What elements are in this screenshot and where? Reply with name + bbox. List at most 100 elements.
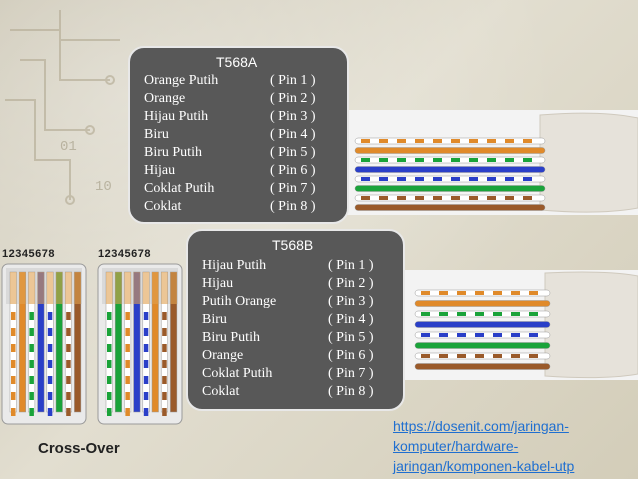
wire-stripe [125, 344, 129, 352]
wire [415, 301, 550, 307]
t568a-row: Hijau Putih ( Pin 3 ) [130, 108, 347, 126]
wire-color: Biru Putih [144, 144, 202, 162]
wire-stripe [125, 392, 129, 400]
wire [355, 148, 545, 154]
wire-color: Orange Putih [144, 72, 218, 90]
wire-stripe [397, 139, 406, 143]
wire-stripe [66, 312, 71, 320]
circuit-pattern: 01 10 [0, 0, 140, 240]
wire-color: Coklat Putih [144, 180, 214, 198]
source-link-line[interactable]: https://dosenit.com/jaringan- [393, 416, 633, 436]
t568a-row: Orange Putih ( Pin 1 ) [130, 72, 347, 90]
wire-stripe [451, 196, 460, 200]
wire-stripe [29, 312, 34, 320]
wire-stripe [379, 196, 388, 200]
wire-stripe [379, 158, 388, 162]
wire-stripe [457, 291, 466, 295]
wire-color: Putih Orange [202, 293, 276, 311]
wire-stripe [511, 312, 520, 316]
t568a-row: Coklat Putih ( Pin 7 ) [130, 180, 347, 198]
wire-stripe [125, 312, 129, 320]
pin-contact [38, 272, 45, 304]
pin-number: ( Pin 8 ) [328, 383, 374, 401]
pin-number: ( Pin 4 ) [328, 311, 374, 329]
wire-stripe [144, 328, 149, 336]
wire-stripe [107, 408, 112, 416]
pin-number: ( Pin 4 ) [270, 126, 316, 144]
wire-stripe [421, 312, 430, 316]
pin-number: ( Pin 5 ) [328, 329, 374, 347]
wire-stripe [433, 177, 442, 181]
wire-stripe [11, 312, 16, 320]
source-link-line[interactable]: komputer/hardware- [393, 436, 633, 456]
wire-stripe [421, 354, 430, 358]
wire-stripe [529, 291, 538, 295]
wire-stripe [162, 312, 167, 320]
wire-color: Biru [202, 311, 227, 329]
wire-stripe [415, 139, 424, 143]
pin-contact [124, 272, 130, 304]
wire-stripe [529, 354, 538, 358]
wire-stripe [505, 177, 514, 181]
pin-contact [65, 272, 72, 304]
wire-stripe [397, 158, 406, 162]
pin-number: ( Pin 1 ) [270, 72, 316, 90]
wire-stripe [451, 158, 460, 162]
wire-stripe [457, 312, 466, 316]
pin-contact [170, 272, 177, 304]
wire-stripe [29, 376, 34, 384]
wire-stripe [144, 360, 149, 368]
t568b-row: Biru ( Pin 4 ) [188, 311, 403, 329]
pin-contact [10, 272, 17, 304]
wire-stripe [361, 139, 370, 143]
pin-number: ( Pin 3 ) [270, 108, 316, 126]
wire-stripe [505, 139, 514, 143]
wire-stripe [529, 312, 538, 316]
wire-stripe [11, 392, 16, 400]
source-link[interactable]: https://dosenit.com/jaringan- komputer/h… [393, 416, 633, 476]
wire-stripe [523, 158, 532, 162]
wire-stripe [107, 392, 112, 400]
wire-color: Coklat [144, 198, 181, 216]
wire-stripe [397, 196, 406, 200]
wire-stripe [162, 360, 167, 368]
wire-stripe [125, 328, 129, 336]
wire-color: Hijau Putih [144, 108, 208, 126]
wire-stripe [475, 333, 484, 337]
wire-stripe [48, 376, 53, 384]
t568b-row: Orange ( Pin 6 ) [188, 347, 403, 365]
pin-contact [134, 272, 141, 304]
wire-stripe [439, 312, 448, 316]
source-link-line[interactable]: jaringan/komponen-kabel-utp [393, 456, 633, 476]
wire-stripe [511, 354, 520, 358]
wire-stripe [505, 196, 514, 200]
pin-contact [19, 272, 26, 304]
wire-stripe [48, 392, 53, 400]
wire-stripe [493, 354, 502, 358]
wire-stripe [11, 328, 16, 336]
wire-stripe [29, 360, 34, 368]
wire-stripe [439, 291, 448, 295]
wire-stripe [144, 408, 149, 416]
wire-stripe [421, 291, 430, 295]
wire-stripe [415, 196, 424, 200]
wire-color: Orange [202, 347, 243, 365]
wire-stripe [66, 392, 71, 400]
cable-t568b-image [405, 270, 638, 380]
wire-stripe [433, 139, 442, 143]
t568a-row: Hijau ( Pin 6 ) [130, 162, 347, 180]
wire-stripe [433, 196, 442, 200]
wire-stripe [493, 312, 502, 316]
wire-stripe [523, 196, 532, 200]
t568b-row: Putih Orange ( Pin 3 ) [188, 293, 403, 311]
wire-stripe [361, 177, 370, 181]
wire-color: Orange [144, 90, 185, 108]
connector-right-pin-numbers: 12345678 [98, 248, 151, 260]
t568b-row: Coklat ( Pin 8 ) [188, 383, 403, 401]
pin-contact [56, 272, 63, 304]
wire-stripe [421, 333, 430, 337]
wire-color: Hijau [144, 162, 175, 180]
svg-text:01: 01 [60, 139, 77, 155]
wire-stripe [107, 360, 112, 368]
pin-contact [28, 272, 35, 304]
